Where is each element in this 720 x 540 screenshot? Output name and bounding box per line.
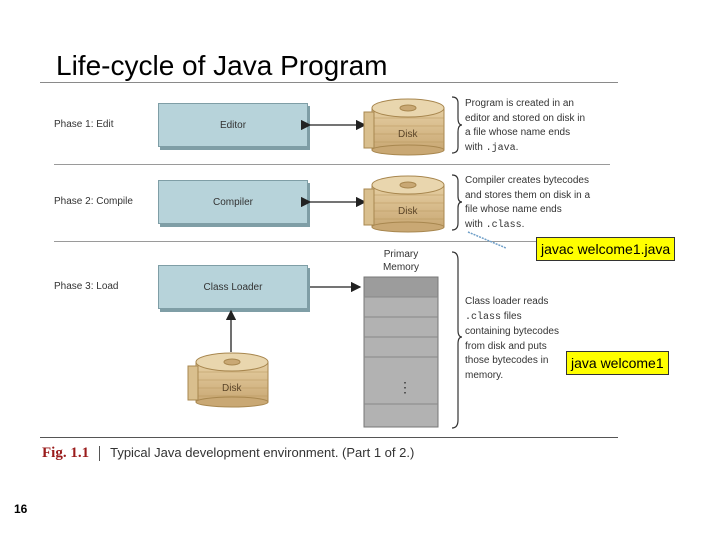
- description-line: a file whose name ends: [465, 127, 571, 138]
- callout-pointer: [467, 231, 507, 249]
- title-divider: [40, 82, 618, 83]
- brace: [451, 251, 463, 429]
- slide-title: Life-cycle of Java Program: [56, 50, 388, 81]
- phase-1-description: Program is created in an editor and stor…: [465, 97, 585, 156]
- description-line: from disk and puts: [465, 340, 547, 352]
- description-text: with: [465, 218, 486, 230]
- description-line: editor and stored on disk in: [465, 112, 586, 124]
- caption-text: Typical Java development environment. (P…: [110, 445, 415, 460]
- description-text: .: [515, 141, 519, 153]
- primary-memory-label: Primary Memory: [378, 248, 424, 274]
- disk-label: Disk: [398, 129, 418, 140]
- description-line: and stores them on disk in a: [465, 189, 591, 201]
- disk-icon: Disk: [363, 175, 445, 233]
- description-line: Program is created in an: [465, 98, 574, 109]
- file-extension: .class: [485, 219, 522, 231]
- description-line: Compiler creates bytecodes: [465, 175, 589, 186]
- description-line: file whose name ends: [465, 204, 562, 215]
- memory-ellipsis: ⋮: [398, 379, 412, 395]
- memory-label-line: Memory: [382, 262, 420, 273]
- description-text: with: [465, 141, 486, 153]
- description-line: with .class.: [465, 218, 590, 234]
- brace: [451, 96, 463, 154]
- phase-1-label: Phase 1: Edit: [54, 119, 114, 130]
- figure-caption: Fig. 1.1 Typical Java development environ…: [42, 445, 414, 462]
- compile-command-callout: javac welcome1.java: [536, 237, 676, 261]
- editor-box: Editor: [158, 103, 308, 147]
- description-line: with .java.: [465, 141, 585, 157]
- description-text: files: [501, 310, 522, 322]
- file-extension: .class: [465, 311, 502, 323]
- caption-separator: [99, 446, 101, 462]
- description-line: containing bytecodes: [465, 326, 559, 337]
- disk-icon: Disk: [363, 98, 445, 156]
- description-text: .: [521, 218, 525, 230]
- primary-memory: ⋮: [363, 276, 439, 428]
- phase-separator: [54, 241, 610, 242]
- phase-2-label: Phase 2: Compile: [54, 196, 133, 207]
- file-extension: .java: [485, 142, 516, 154]
- phase-separator: [54, 164, 610, 165]
- run-command-callout: java welcome1: [566, 351, 669, 375]
- description-line: those bytecodes in: [465, 355, 549, 366]
- disk-icon: Disk: [187, 352, 269, 408]
- figure-number: Fig. 1.1: [42, 445, 90, 461]
- phase-3-label: Phase 3: Load: [54, 281, 119, 292]
- disk-label: Disk: [398, 206, 418, 217]
- caption-divider: [40, 437, 618, 438]
- brace: [451, 174, 463, 231]
- description-line: memory.: [465, 369, 504, 381]
- compiler-box: Compiler: [158, 180, 308, 224]
- page-number: 16: [14, 502, 28, 516]
- class-loader-box: Class Loader: [158, 265, 308, 309]
- disk-label: Disk: [222, 383, 242, 394]
- memory-label-line: Primary: [383, 249, 419, 260]
- description-line: .class files: [465, 310, 559, 326]
- description-line: Class loader reads: [465, 296, 549, 307]
- phase-3-description: Class loader reads .class files containi…: [465, 295, 559, 383]
- phase-2-description: Compiler creates bytecodes and stores th…: [465, 174, 590, 233]
